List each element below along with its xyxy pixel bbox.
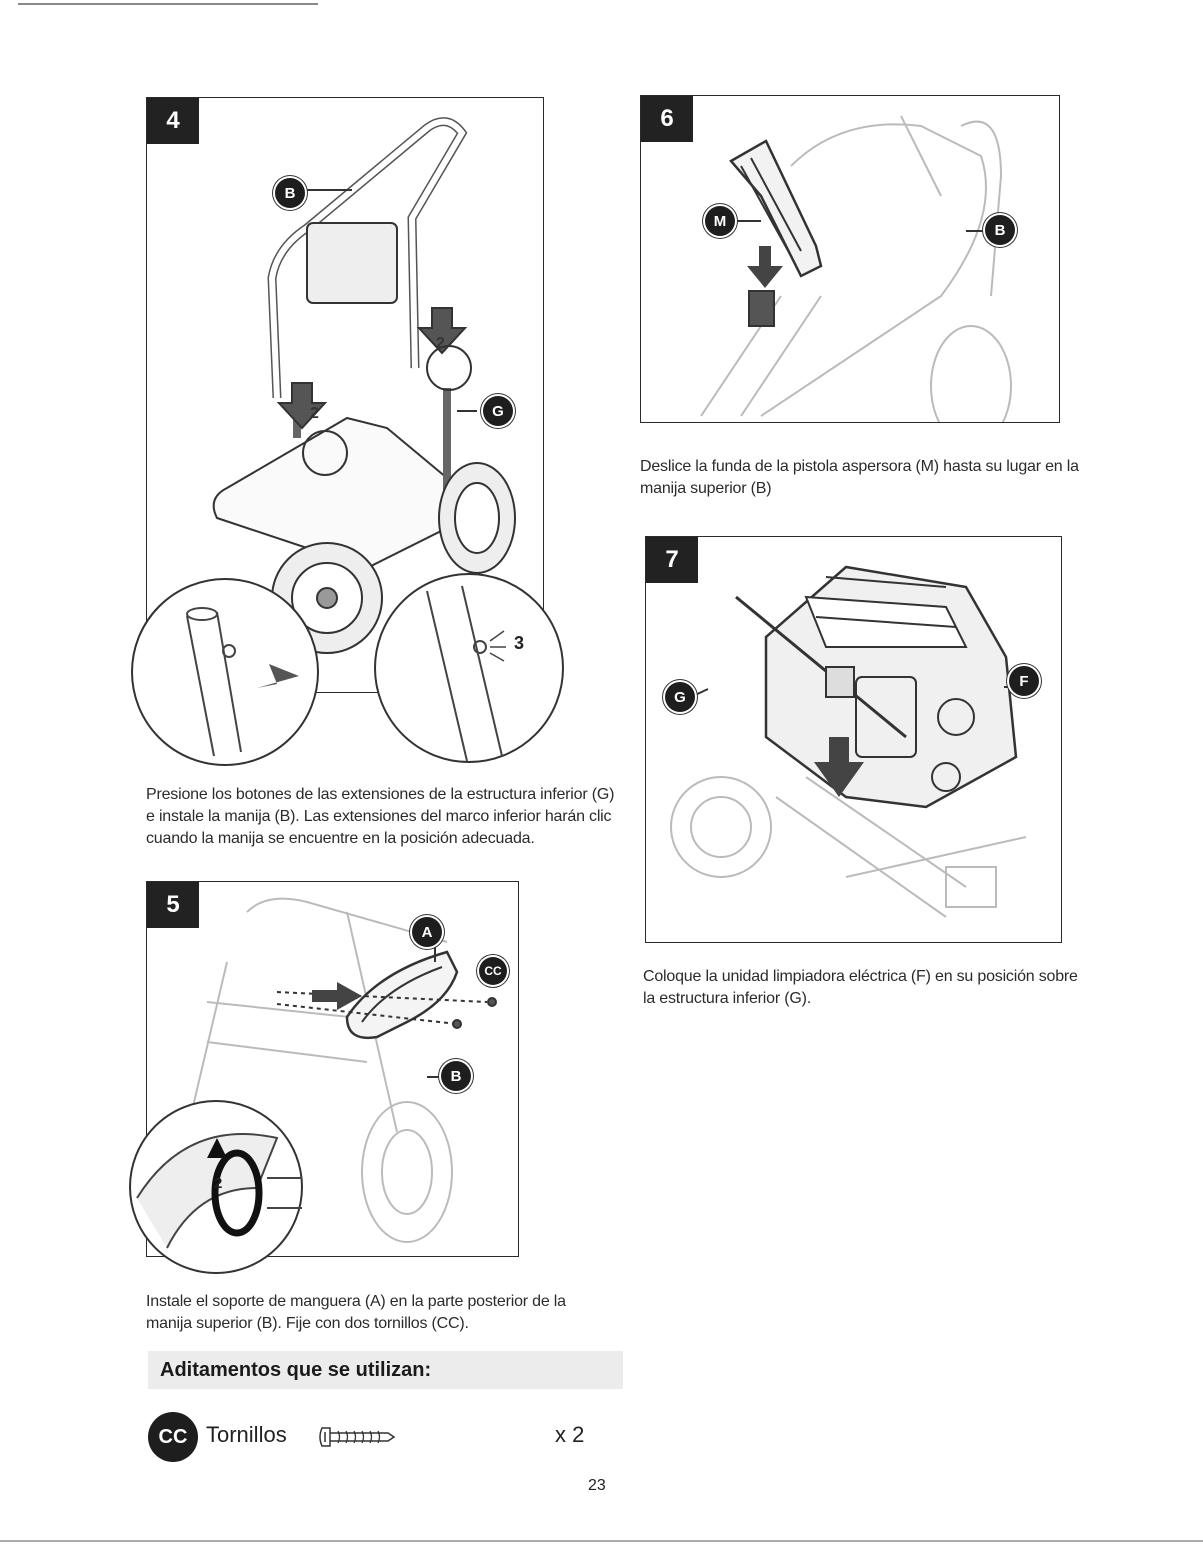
step-7-caption: Coloque la unidad limpiadora eléctrica (… [643, 966, 1093, 1010]
step-7-badge: 7 [646, 537, 698, 583]
step-6-illustration: 6 [640, 95, 1060, 423]
hardware-used-heading: Aditamentos que se utilizan: [148, 1351, 623, 1389]
callout-g-step7: G [665, 682, 695, 712]
callout-b-step4: B [275, 178, 305, 208]
step-7-illustration: 7 [645, 536, 1062, 943]
detail-magnifier-right [372, 571, 567, 766]
callout-a-step5: A [412, 917, 442, 947]
page-number: 23 [588, 1477, 606, 1495]
callout-m-step6: M [705, 206, 735, 236]
bottom-rule [0, 1540, 1203, 1542]
callout-g-step4: G [483, 396, 513, 426]
screw-icon [318, 1424, 398, 1450]
svg-text:2: 2 [310, 405, 319, 422]
hardware-name: Tornillos [206, 1422, 287, 1448]
step-6-caption: Deslice la funda de la pistola aspersora… [640, 456, 1090, 500]
hardware-code-badge: CC [148, 1412, 198, 1462]
step-5-caption: Instale el soporte de manguera (A) en la… [146, 1291, 596, 1335]
callout-f-step7: F [1009, 666, 1039, 696]
callout-b-step5: B [441, 1061, 471, 1091]
callout-b-step6: B [985, 215, 1015, 245]
spray-gun-holster-drawing [641, 96, 1059, 422]
click-count-label: 3 [514, 633, 524, 654]
svg-text:2: 2 [436, 335, 445, 352]
step-6-badge: 6 [641, 96, 693, 142]
callout-cc-step5: CC [479, 957, 507, 985]
power-unit-drawing [646, 537, 1061, 942]
step-4-caption: Presione los botones de las extensiones … [146, 784, 626, 850]
step-5-badge: 5 [147, 882, 199, 928]
step-4-badge: 4 [147, 98, 199, 144]
hardware-quantity: x 2 [555, 1422, 584, 1448]
detail-magnifier-left [129, 576, 321, 768]
turn-count-label: 2 [214, 1175, 222, 1192]
top-rule [18, 3, 318, 5]
